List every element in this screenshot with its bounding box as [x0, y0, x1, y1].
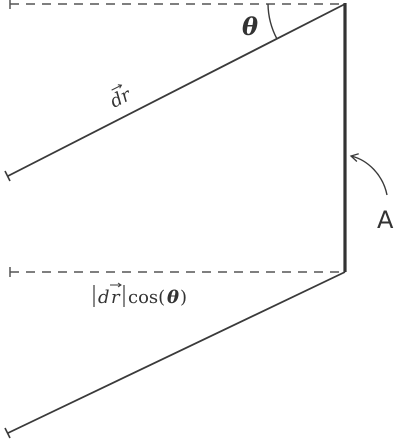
dr-vector-arrow-mark — [111, 84, 122, 91]
pointer-arrow-to-a — [349, 153, 388, 196]
dr-label-group: dr — [107, 84, 136, 112]
projection-d: d — [98, 287, 110, 308]
projection-label: d r cos( θ ) — [93, 282, 187, 308]
projection-close-paren: ) — [180, 287, 187, 308]
upper-dr-vector-line — [7, 3, 346, 177]
upper-dr-end-tick — [4, 170, 11, 182]
projection-cos: cos( — [128, 287, 165, 308]
dr-vector-arrow-head — [117, 84, 123, 89]
dr-label: dr — [107, 84, 136, 112]
projection-r: r — [111, 287, 121, 308]
lower-dr-end-tick — [4, 427, 11, 439]
theta-angle-arc — [267, 3, 278, 40]
point-a-label: A — [377, 206, 394, 234]
projection-theta: θ — [167, 287, 179, 308]
projection-vector-head — [117, 282, 122, 288]
theta-label: θ — [242, 12, 258, 41]
lower-dr-vector-line — [7, 271, 346, 434]
